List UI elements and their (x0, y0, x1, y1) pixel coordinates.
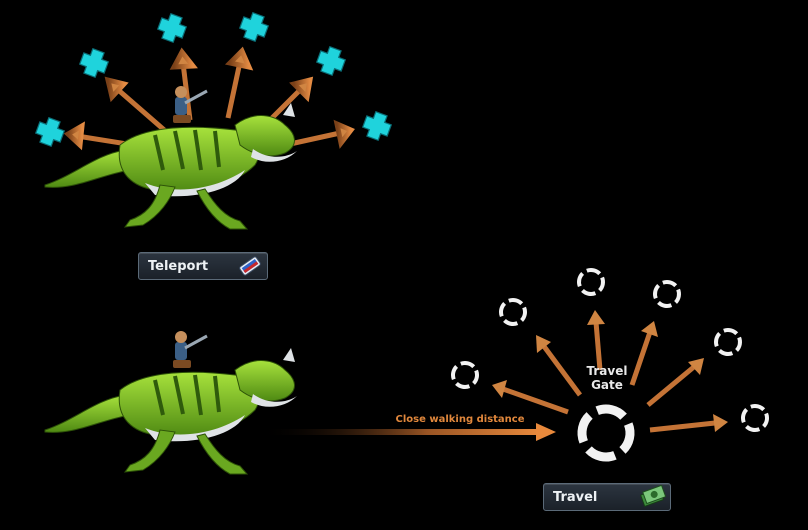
gate-marker-icon (573, 264, 609, 300)
gate-markers (447, 264, 773, 462)
gate-marker-icon (737, 400, 773, 436)
travel-gate-label-line2: Gate (591, 378, 623, 392)
gate-marker-icon (447, 357, 483, 393)
raptor-mount-icon (43, 329, 299, 476)
raptor-mount-icon (43, 84, 299, 231)
teleport-marker-icon (32, 114, 68, 150)
travel-gate-label-line1: Travel (586, 364, 628, 378)
travel-gate-label: Travel Gate (570, 364, 644, 392)
gate-marker-icon (649, 276, 685, 312)
teleport-marker-icon (76, 45, 112, 81)
travel-button-label: Travel (553, 489, 598, 505)
teleport-button-label: Teleport (148, 258, 209, 274)
ticket-icon (239, 256, 261, 276)
teleport-marker-icon (236, 9, 272, 45)
travel-button[interactable]: Travel (543, 483, 671, 511)
walk-arrow (260, 423, 556, 441)
gate-marker-icon (495, 294, 531, 330)
cash-icon (640, 485, 666, 508)
teleport-marker-icon (154, 10, 190, 46)
travel-gate-icon (577, 404, 635, 462)
teleport-marker-icon (313, 43, 349, 79)
teleport-button[interactable]: Teleport (138, 252, 268, 280)
gate-arrows (492, 310, 728, 433)
teleport-marker-icon (359, 108, 395, 144)
walk-distance-label: Close walking distance (395, 414, 525, 425)
gate-marker-icon (710, 324, 746, 360)
